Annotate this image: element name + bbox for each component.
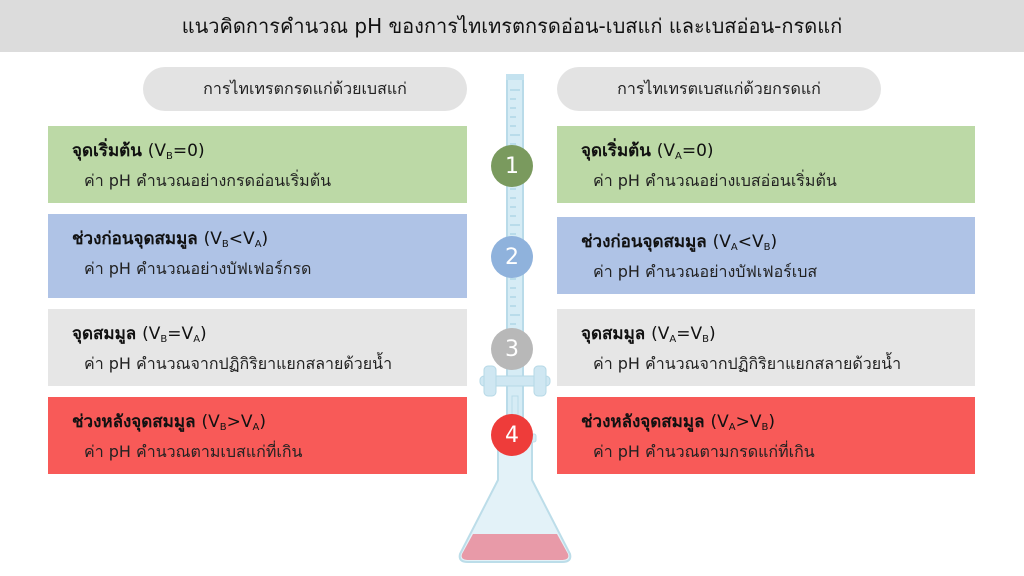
step-heading: จุดเริ่มต้น (VB=0) xyxy=(72,141,205,162)
step-heading: ช่วงก่อนจุดสมมูล (VB<VA) xyxy=(72,229,269,250)
step-description: ค่า pH คำนวณอย่างกรดอ่อนเริ่มต้น xyxy=(84,171,332,190)
step-description: ค่า pH คำนวณตามกรดแก่ที่เกิน xyxy=(593,442,815,461)
step-number-4: 4 xyxy=(491,414,533,456)
right-column-header: การไทเทรตเบสแก่ด้วยกรดแก่ xyxy=(557,67,881,111)
step-description: ค่า pH คำนวณอย่างเบสอ่อนเริ่มต้น xyxy=(593,171,837,190)
step-heading: จุดสมมูล (VA=VB) xyxy=(581,324,716,345)
step-heading: ช่วงหลังจุดสมมูล (VA>VB) xyxy=(581,412,775,433)
step-number-2: 2 xyxy=(491,236,533,278)
step-number-1: 1 xyxy=(491,145,533,187)
left-step-3-card: จุดสมมูล (VB=VA) ค่า pH คำนวณจากปฏิกิริย… xyxy=(48,309,467,386)
step-number-3: 3 xyxy=(491,328,533,370)
step-description: ค่า pH คำนวณจากปฏิกิริยาแยกสลายด้วยน้ำ xyxy=(593,354,902,373)
step-heading: ช่วงก่อนจุดสมมูล (VA<VB) xyxy=(581,232,778,253)
left-column-header: การไทเทรตกรดแก่ด้วยเบสแก่ xyxy=(143,67,467,111)
flask-solution xyxy=(461,534,569,560)
erlenmeyer-flask xyxy=(458,439,572,563)
left-step-4-card: ช่วงหลังจุดสมมูล (VB>VA) ค่า pH คำนวณตาม… xyxy=(48,397,467,474)
step-heading: จุดสมมูล (VB=VA) xyxy=(72,324,207,345)
step-heading: จุดเริ่มต้น (VA=0) xyxy=(581,141,714,162)
step-description: ค่า pH คำนวณจากปฏิกิริยาแยกสลายด้วยน้ำ xyxy=(84,354,393,373)
page-title: แนวคิดการคำนวณ pH ของการไทเทรตกรดอ่อน-เบ… xyxy=(181,14,843,38)
right-step-4-card: ช่วงหลังจุดสมมูล (VA>VB) ค่า pH คำนวณตาม… xyxy=(557,397,975,474)
right-step-2-card: ช่วงก่อนจุดสมมูล (VA<VB) ค่า pH คำนวณอย่… xyxy=(557,217,975,294)
burette-top xyxy=(506,74,524,80)
left-step-1-card: จุดเริ่มต้น (VB=0) ค่า pH คำนวณอย่างกรดอ… xyxy=(48,126,467,203)
step-description: ค่า pH คำนวณอย่างบัฟเฟอร์เบส xyxy=(593,262,818,281)
right-step-3-card: จุดสมมูล (VA=VB) ค่า pH คำนวณจากปฏิกิริย… xyxy=(557,309,975,386)
step-description: ค่า pH คำนวณตามเบสแก่ที่เกิน xyxy=(84,442,303,461)
step-description: ค่า pH คำนวณอย่างบัฟเฟอร์กรด xyxy=(84,259,312,278)
stopcock-handle-left xyxy=(483,365,497,397)
title-bar: แนวคิดการคำนวณ pH ของการไทเทรตกรดอ่อน-เบ… xyxy=(0,0,1024,52)
stopcock-handle-right xyxy=(533,365,547,397)
left-step-2-card: ช่วงก่อนจุดสมมูล (VB<VA) ค่า pH คำนวณอย่… xyxy=(48,214,467,298)
right-step-1-card: จุดเริ่มต้น (VA=0) ค่า pH คำนวณอย่างเบสอ… xyxy=(557,126,975,203)
stopcock xyxy=(479,375,551,387)
step-heading: ช่วงหลังจุดสมมูล (VB>VA) xyxy=(72,412,266,433)
